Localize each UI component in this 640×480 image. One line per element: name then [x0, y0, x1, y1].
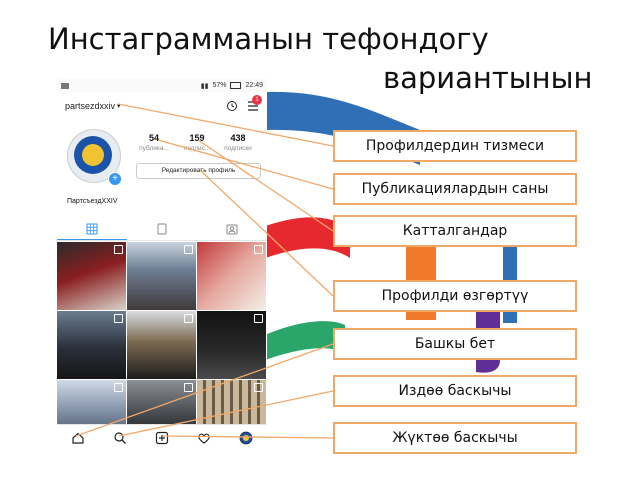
stat-posts[interactable]: 54 публика... — [131, 133, 177, 152]
stat-following[interactable]: 438 подписки — [215, 133, 261, 152]
post-thumbnail[interactable] — [57, 311, 126, 379]
add-post-icon — [155, 431, 169, 444]
multi-photo-icon — [114, 383, 123, 392]
multi-photo-icon — [254, 383, 263, 392]
grid-icon — [86, 223, 98, 234]
bottom-navigation — [57, 424, 267, 449]
post-thumbnail[interactable] — [197, 242, 266, 310]
callout-home: Башкы бет — [333, 328, 577, 360]
tab-list[interactable] — [127, 218, 197, 240]
notification-badge: 1 — [252, 95, 262, 105]
profile-name: ПартсъездXXIV — [67, 198, 118, 205]
callout-edit-profile: Профилди өзгөртүү — [333, 280, 577, 312]
multi-photo-icon — [254, 314, 263, 323]
tab-grid[interactable] — [57, 218, 127, 240]
stat-following-number: 438 — [230, 133, 246, 143]
home-icon — [72, 432, 84, 444]
add-story-icon[interactable]: + — [108, 172, 122, 186]
stat-following-label: подписки — [224, 145, 252, 152]
multi-photo-icon — [184, 314, 193, 323]
slide-title-line-2: вариантынын — [383, 61, 593, 95]
multi-photo-icon — [184, 383, 193, 392]
profile-top-bar: partsezdxxiv ▾ — [57, 92, 267, 119]
search-button[interactable] — [111, 429, 129, 447]
stat-followers-number: 159 — [189, 133, 205, 143]
slide-title-line-1: Инстаграмманын тефондогу — [48, 22, 489, 56]
avatar-emblem-sun — [82, 144, 104, 166]
edit-profile-button[interactable]: Редактировать профиль — [136, 163, 261, 179]
activity-button[interactable] — [195, 429, 213, 447]
heart-icon — [198, 433, 210, 444]
video-icon — [114, 314, 123, 323]
battery-percent: 57% — [212, 82, 227, 89]
search-icon — [114, 431, 126, 444]
multi-photo-icon — [254, 245, 263, 254]
stat-posts-label: публика... — [139, 145, 169, 152]
history-icon[interactable] — [226, 100, 238, 112]
callout-posts-count: Публикациялардын саны — [333, 173, 577, 205]
phone-screenshot: ▮▮ 57% 22:49 partsezdxxiv ▾ 1 + 54 публи… — [57, 79, 267, 449]
post-thumbnail[interactable] — [127, 311, 196, 379]
profile-tab-button[interactable] — [237, 429, 255, 447]
stat-posts-number: 54 — [148, 133, 159, 143]
multi-photo-icon — [184, 245, 193, 254]
tagged-icon — [226, 224, 238, 235]
username-switcher[interactable]: partsezdxxiv — [65, 100, 116, 111]
callout-upload: Жүктөө баскычы — [333, 422, 577, 454]
callout-search: Издөө баскычы — [333, 375, 577, 407]
gallery-icon — [61, 82, 69, 89]
stat-followers[interactable]: 159 подпис... — [174, 133, 220, 152]
signal-icon: ▮▮ — [200, 82, 209, 90]
profile-avatar-icon — [239, 431, 253, 444]
post-thumbnail[interactable] — [127, 242, 196, 310]
post-thumbnail[interactable] — [197, 311, 266, 379]
home-button[interactable] — [69, 429, 87, 447]
post-grid — [57, 242, 267, 448]
add-post-button[interactable] — [153, 429, 171, 447]
list-icon — [157, 223, 167, 235]
callout-followers: Катталгандар — [333, 215, 577, 247]
clock-time: 22:49 — [245, 82, 263, 89]
callout-profile-list: Профилдердин тизмеси — [333, 130, 577, 162]
post-thumbnail[interactable] — [57, 242, 126, 310]
battery-icon — [230, 82, 242, 89]
profile-tabs — [57, 218, 267, 241]
stat-followers-label: подпис... — [183, 145, 211, 152]
profile-avatar[interactable] — [67, 129, 121, 183]
status-bar: ▮▮ 57% 22:49 — [57, 79, 267, 92]
tab-tagged[interactable] — [197, 218, 267, 240]
chevron-down-icon[interactable]: ▾ — [117, 102, 121, 110]
multi-photo-icon — [114, 245, 123, 254]
